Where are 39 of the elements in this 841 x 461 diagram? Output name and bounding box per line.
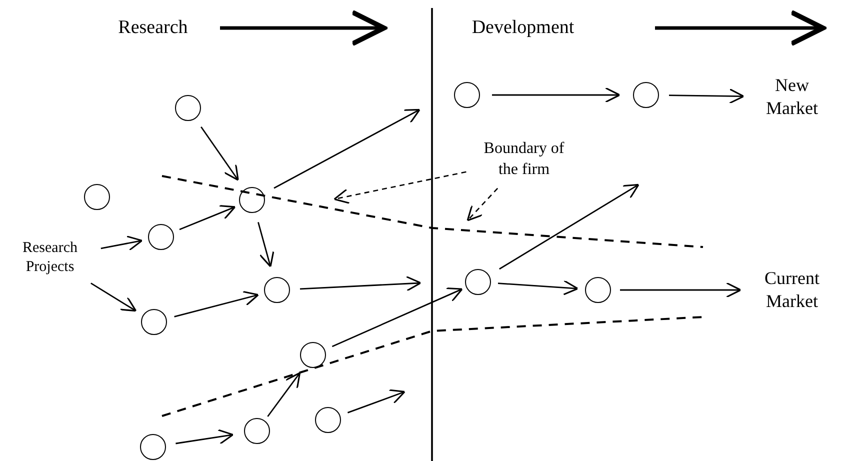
arrow [620,282,742,298]
arrow [176,429,234,444]
arrow [267,372,301,417]
project-circle [315,407,341,433]
text-label: Boundary of the firm [478,139,570,181]
arrow [200,126,239,181]
project-circle [300,342,326,368]
text-label: Research Projects [7,237,93,279]
heading-label: Development [472,17,574,39]
arrow [334,171,466,204]
arrow [492,87,620,103]
project-circle [264,277,290,303]
project-circle [633,82,659,108]
project-circle [175,95,201,121]
project-circle [454,82,480,108]
project-circle [84,184,110,210]
arrow [258,222,274,268]
arrow [179,204,236,230]
project-circle [148,224,174,250]
project-circle [585,277,611,303]
arrow [498,280,578,296]
project-circle [140,434,166,460]
arrow [332,288,463,348]
text-label: Current Market [754,267,830,313]
arrow [347,389,406,414]
text-label: New Market [757,74,827,120]
arrow [100,236,143,251]
arrow [90,282,137,312]
project-circle [239,187,265,213]
arrow [300,276,422,292]
arrow [669,88,744,104]
project-circle [141,309,167,335]
arrow [174,290,260,318]
project-circle [465,269,491,295]
arrow [274,108,420,189]
heading-label: Research [118,17,188,39]
project-circle [244,418,270,444]
arrow [466,188,498,222]
arrow [499,184,640,270]
